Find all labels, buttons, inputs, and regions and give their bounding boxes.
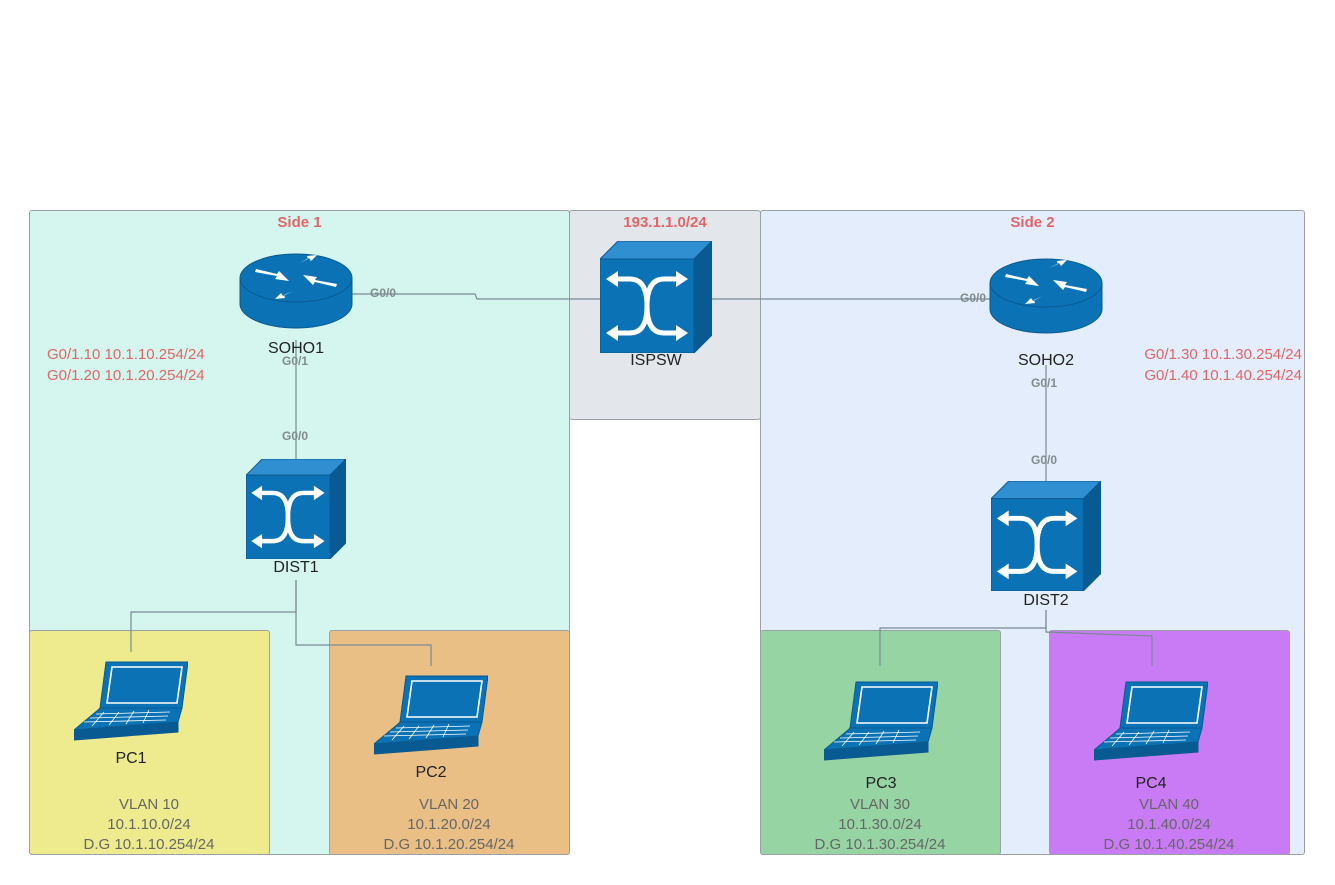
router-icon[interactable] xyxy=(239,252,353,330)
vlan10-subnet: 10.1.10.0/24 xyxy=(107,816,191,833)
link-dist1-pc2 xyxy=(295,580,432,666)
laptop-icon[interactable] xyxy=(74,660,188,742)
side2-title: Side 2 xyxy=(1010,214,1055,231)
vlan30-info: VLAN 30 10.1.30.0/24 D.G 10.1.30.254/24 xyxy=(760,795,1000,855)
vlan30-name: VLAN 30 xyxy=(849,796,911,813)
vlan20-gateway: D.G 10.1.20.254/24 xyxy=(383,836,515,853)
side1-subif-1: G0/1.10 10.1.10.254/24 xyxy=(47,346,205,363)
vlan30-gateway: D.G 10.1.30.254/24 xyxy=(814,836,946,853)
soho1-g01-port: G0/1 xyxy=(282,354,309,368)
link-soho1-ispsw xyxy=(352,293,600,300)
vlan10-gateway: D.G 10.1.10.254/24 xyxy=(83,836,215,853)
link-dist2-pc4 xyxy=(1045,610,1153,666)
dist1-g00-port: G0/0 xyxy=(282,429,309,443)
vlan10-info: VLAN 10 10.1.10.0/24 D.G 10.1.10.254/24 xyxy=(29,795,269,855)
ispsw-label: ISPSW xyxy=(630,352,682,369)
vlan40-name: VLAN 40 xyxy=(1138,796,1200,813)
dist2-g00-port: G0/0 xyxy=(1031,453,1058,467)
vlan20-subnet: 10.1.20.0/24 xyxy=(407,816,491,833)
soho2-g01-port: G0/1 xyxy=(1031,376,1058,390)
pc3-label: PC3 xyxy=(865,775,897,792)
switch-icon[interactable] xyxy=(991,481,1101,591)
pc2-label: PC2 xyxy=(415,764,447,781)
pc4-label: PC4 xyxy=(1135,775,1167,792)
link-dist2-pc3 xyxy=(879,610,1047,666)
isp-network-title: 193.1.1.0/24 xyxy=(623,214,707,231)
vlan40-subnet: 10.1.40.0/24 xyxy=(1127,816,1211,833)
side1-subif-2: G0/1.20 10.1.20.254/24 xyxy=(47,367,205,384)
laptop-icon[interactable] xyxy=(824,680,938,762)
vlan30-subnet: 10.1.30.0/24 xyxy=(838,816,922,833)
side2-subif-2: G0/1.40 10.1.40.254/24 xyxy=(1144,367,1302,384)
side1-title: Side 1 xyxy=(277,214,322,231)
laptop-icon[interactable] xyxy=(1094,680,1208,762)
dist2-label: DIST2 xyxy=(1023,592,1069,609)
vlan20-name: VLAN 20 xyxy=(418,796,480,813)
soho2-label: SOHO2 xyxy=(1017,352,1074,369)
dist1-label: DIST1 xyxy=(273,559,319,576)
switch-icon[interactable] xyxy=(246,459,346,559)
vlan40-gateway: D.G 10.1.40.254/24 xyxy=(1103,836,1235,853)
vlan40-info: VLAN 40 10.1.40.0/24 D.G 10.1.40.254/24 xyxy=(1049,795,1289,855)
soho2-g00-port: G0/0 xyxy=(960,291,987,305)
vlan20-info: VLAN 20 10.1.20.0/24 D.G 10.1.20.254/24 xyxy=(329,795,569,855)
vlan10-name: VLAN 10 xyxy=(118,796,180,813)
switch-icon[interactable] xyxy=(600,241,712,353)
link-dist1-pc1 xyxy=(130,580,297,652)
soho1-label: SOHO1 xyxy=(267,340,324,357)
laptop-icon[interactable] xyxy=(374,674,488,756)
soho1-g00-port: G0/0 xyxy=(370,286,397,300)
side2-subif-1: G0/1.30 10.1.30.254/24 xyxy=(1144,346,1302,363)
router-icon[interactable] xyxy=(989,257,1103,335)
pc1-label: PC1 xyxy=(115,750,147,767)
